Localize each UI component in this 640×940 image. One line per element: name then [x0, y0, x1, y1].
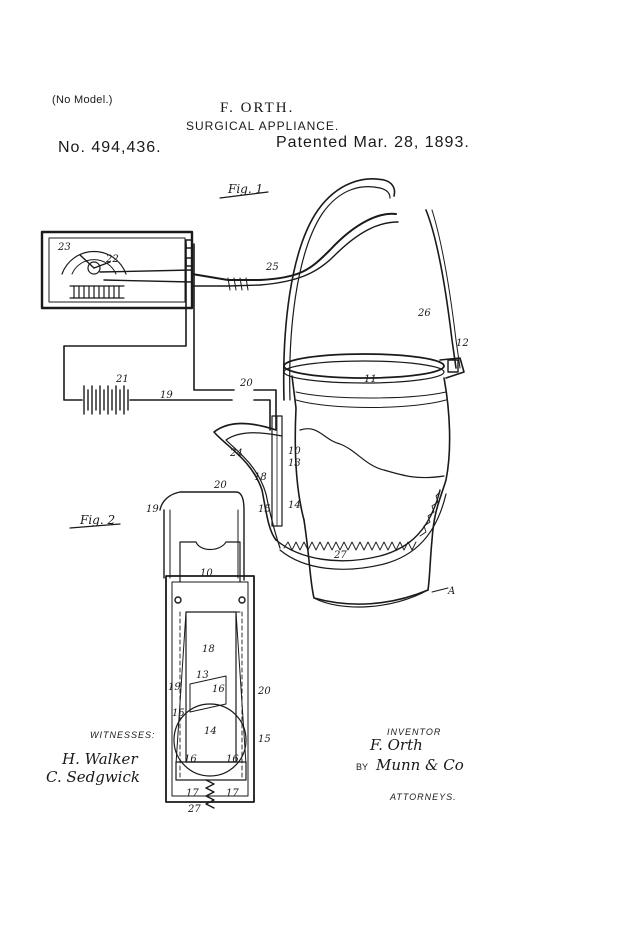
ref-A: A	[447, 586, 455, 597]
ref2-10: 10	[200, 568, 213, 579]
gauge-box	[40, 230, 194, 310]
ref-14: 14	[288, 500, 301, 511]
ref-10: 10	[288, 446, 301, 457]
ref2-20b: 20	[257, 686, 271, 697]
bucket-body	[213, 353, 465, 608]
ref2-16c: 16	[226, 754, 239, 765]
inventor-signatures: F. Orth Munn & Co	[369, 736, 464, 774]
ref-15: 15	[258, 504, 271, 515]
inventor-label: INVENTOR	[387, 727, 442, 737]
ref2-17a: 17	[186, 788, 199, 799]
model-note: (No Model.)	[52, 94, 113, 106]
ref2-20: 20	[213, 480, 227, 491]
ref2-16a: 16	[212, 684, 225, 695]
fig1-label: Fig. 1	[219, 182, 269, 199]
ref2-18: 18	[202, 644, 215, 655]
ref-23: 23	[57, 242, 71, 253]
patent-title: SURGICAL APPLIANCE.	[186, 119, 340, 133]
ref-19: 19	[160, 390, 173, 401]
ref-12: 12	[456, 338, 469, 349]
ref2-13: 13	[196, 670, 209, 681]
svg-text:Fig. 1: Fig. 1	[227, 182, 263, 196]
patent-date: Patented Mar. 28, 1893.	[276, 134, 470, 151]
svg-text:Fig. 2: Fig. 2	[79, 513, 115, 527]
battery-21	[83, 385, 129, 415]
ref2-27: 27	[187, 804, 201, 815]
attorneys-label: ATTORNEYS.	[390, 792, 457, 802]
ref2-15b: 15	[258, 734, 271, 745]
witnesses-label: WITNESSES:	[90, 730, 156, 740]
ref-26: 26	[417, 308, 431, 319]
ref-22: 22	[105, 254, 119, 265]
patent-number: No. 494,436.	[58, 139, 162, 156]
ref-20: 20	[239, 378, 253, 389]
fig2-label: Fig. 2	[69, 513, 121, 529]
tube-25	[191, 212, 399, 291]
ref-24: 24	[229, 448, 243, 459]
attorney-signature: Munn & Co	[375, 756, 464, 774]
fig2-reference-numbers: 19 20 10 18 13 16 19 15 20 14 15 16 16 1…	[146, 480, 271, 815]
inventor-signature: F. Orth	[369, 736, 423, 754]
ref2-19: 19	[146, 504, 159, 515]
ref-27: 27	[333, 550, 347, 561]
ref-11: 11	[364, 374, 377, 385]
circuit-wires	[63, 243, 277, 431]
ref2-14: 14	[204, 726, 217, 737]
ref-18: 18	[254, 472, 267, 483]
by-label: BY	[356, 762, 369, 772]
wire-26	[425, 209, 461, 369]
inventor-name: F. ORTH.	[220, 100, 295, 116]
ref2-19b: 19	[168, 682, 181, 693]
ref-25: 25	[265, 262, 279, 273]
ref2-17b: 17	[226, 788, 239, 799]
witness-1-signature: H. Walker	[61, 750, 138, 768]
ref2-16b: 16	[184, 754, 197, 765]
witness-2-signature: C. Sedgwick	[46, 768, 140, 786]
ref2-15a: 15	[172, 708, 185, 719]
ref-13: 13	[288, 458, 301, 469]
curved-tube	[282, 178, 396, 401]
fig2-device	[159, 491, 255, 809]
witness-signatures: H. Walker C. Sedgwick	[46, 750, 140, 786]
fig1-reference-numbers: 23 22 25 26 12 11 21 19 20 24 10 13 18 1…	[57, 242, 469, 597]
ref-21: 21	[115, 374, 129, 385]
